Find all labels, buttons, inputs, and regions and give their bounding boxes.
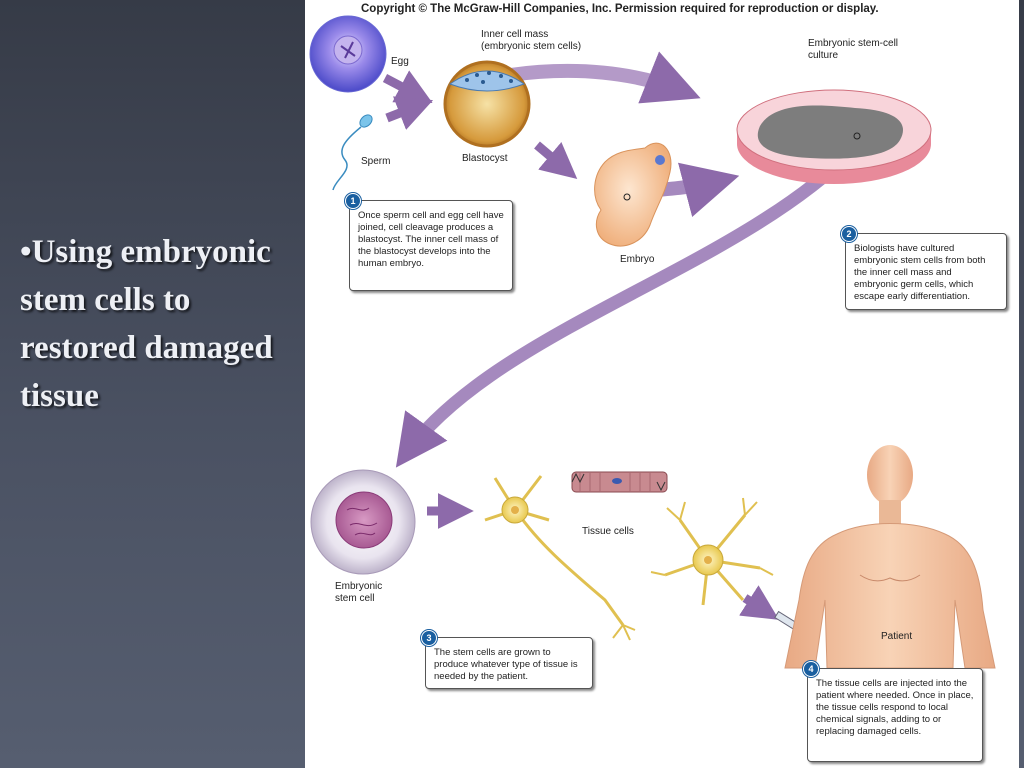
embryonic-stem-cell-label: Embryonic stem cell — [335, 581, 385, 604]
step-2-text: Biologists have cultured embryonic stem … — [854, 243, 986, 302]
embryo-illustration — [594, 142, 672, 247]
bullet-mark: • — [20, 234, 32, 270]
step-1-text: Once sperm cell and egg cell have joined… — [358, 210, 504, 269]
process-arrows — [382, 51, 858, 620]
sperm-label: Sperm — [361, 156, 390, 167]
muscle-cells-illustration — [571, 471, 668, 493]
blastocyst-label: Blastocyst — [462, 153, 508, 164]
sperm-illustration — [332, 114, 373, 191]
culture-label: Embryonic stem-cell culture — [808, 38, 901, 61]
step-3-text: The stem cells are grown to produce what… — [434, 647, 578, 682]
stem-cell-figure: Copyright © The McGraw-Hill Companies, I… — [305, 0, 1019, 768]
step-4-box: The tissue cells are injected into the p… — [807, 668, 983, 762]
figure-illustration: Copyright © The McGraw-Hill Companies, I… — [309, 3, 996, 669]
culture-dish-illustration — [736, 89, 932, 184]
egg-illustration — [309, 15, 387, 93]
patient-illustration — [784, 445, 996, 669]
embryo-label: Embryo — [620, 254, 655, 265]
step-3-badge: 3 — [421, 630, 437, 646]
step-4-text: The tissue cells are injected into the p… — [816, 678, 974, 737]
step-2-box: Biologists have cultured embryonic stem … — [845, 233, 1007, 310]
copyright-notice: Copyright © The McGraw-Hill Companies, I… — [361, 3, 879, 15]
step-4-badge: 4 — [803, 661, 819, 677]
tissue-cells-label: Tissue cells — [582, 526, 634, 537]
inner-cell-mass-label: Inner cell mass (embryonic stem cells) — [481, 29, 581, 52]
step-2-badge: 2 — [841, 226, 857, 242]
step-1-badge: 1 — [345, 193, 361, 209]
step-3-box: The stem cells are grown to produce what… — [425, 637, 593, 689]
bullet-point: •Using embryonic stem cells to restored … — [20, 228, 290, 420]
neuron-2-illustration — [650, 497, 774, 606]
embryonic-stem-cell-illustration — [310, 469, 416, 575]
patient-label: Patient — [881, 631, 912, 642]
bullet-text: Using embryonic stem cells to restored d… — [20, 234, 273, 414]
egg-label: Egg — [391, 56, 409, 67]
step-1-box: Once sperm cell and egg cell have joined… — [349, 200, 513, 291]
blastocyst-illustration — [443, 60, 531, 148]
neuron-illustration — [484, 475, 636, 641]
